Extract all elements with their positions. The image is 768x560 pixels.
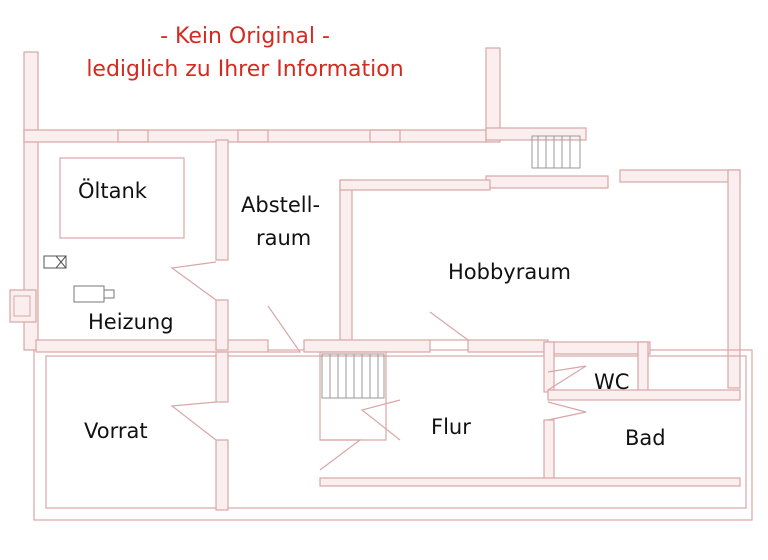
window (369, 129, 401, 143)
interior-walls (35, 139, 741, 511)
room-label-hobbyraum: Hobbyraum (448, 260, 571, 284)
stair-top-frame (531, 135, 581, 169)
wall-wc-left (543, 341, 555, 393)
room-label-heizung: Heizung (88, 310, 174, 334)
window (237, 129, 269, 143)
room-label-oeltank: Öltank (78, 179, 147, 203)
burner-icon-nozzle (103, 289, 115, 299)
wall-top-left (23, 129, 490, 143)
door-wc (547, 365, 587, 391)
boiler-icon (43, 255, 67, 269)
wall-right-top (619, 169, 741, 183)
wall-hobby-top (339, 179, 491, 191)
boiler-icon-cross (55, 255, 67, 269)
wall-flur-top-right (467, 339, 549, 353)
stair-main-frame (321, 353, 385, 399)
wall-wc-bottom (547, 389, 741, 401)
disclaimer-line-1: - Kein Original - (160, 24, 330, 49)
room-label-vorrat: Vorrat (84, 419, 148, 443)
wall-wc-right (637, 341, 649, 393)
wall-flur-bottom (319, 477, 741, 487)
door-vorrat (170, 401, 217, 441)
room-label-bad: Bad (625, 426, 666, 450)
door-flur-left (319, 439, 362, 471)
door-swings (170, 261, 587, 471)
stairs (321, 135, 581, 399)
door-heizung (170, 261, 217, 301)
disclaimer-line-2: lediglich zu Ihrer Information (86, 57, 404, 82)
wall-flur-top (303, 339, 431, 353)
wall-wc-top (543, 341, 651, 355)
wall-bad-left (543, 419, 555, 481)
window (117, 129, 149, 143)
burner-icon (73, 285, 105, 303)
wall-abstell-left-lower (215, 299, 229, 351)
room-label-abstell-line-1: Abstell- (241, 193, 321, 217)
room-label-wc: WC (594, 370, 630, 394)
wall-top-step (485, 127, 587, 141)
windows (117, 129, 401, 143)
heating-symbols (9, 255, 115, 323)
wall-heating-bottom (35, 339, 269, 353)
room-label-abstell-line-2: raum (256, 226, 312, 250)
wall-left-upper (23, 51, 39, 351)
door-flur-right (360, 399, 401, 441)
wall-abstell-left (215, 139, 229, 261)
door-hobby (429, 311, 470, 341)
door-bad (547, 401, 587, 421)
oeltank-inner (59, 157, 185, 239)
wall-right (727, 169, 741, 389)
wall-hobby-left (339, 179, 353, 343)
wall-top-right-upper (485, 47, 501, 143)
wall-vorrat-right (215, 351, 229, 403)
door-abstell (267, 305, 302, 353)
wall-stair-top (485, 175, 609, 189)
wall-vorrat-right-lower (215, 439, 229, 511)
wall-lower-inner (45, 355, 747, 509)
room-label-flur: Flur (431, 415, 471, 439)
chimney-icon-inner (13, 295, 31, 317)
